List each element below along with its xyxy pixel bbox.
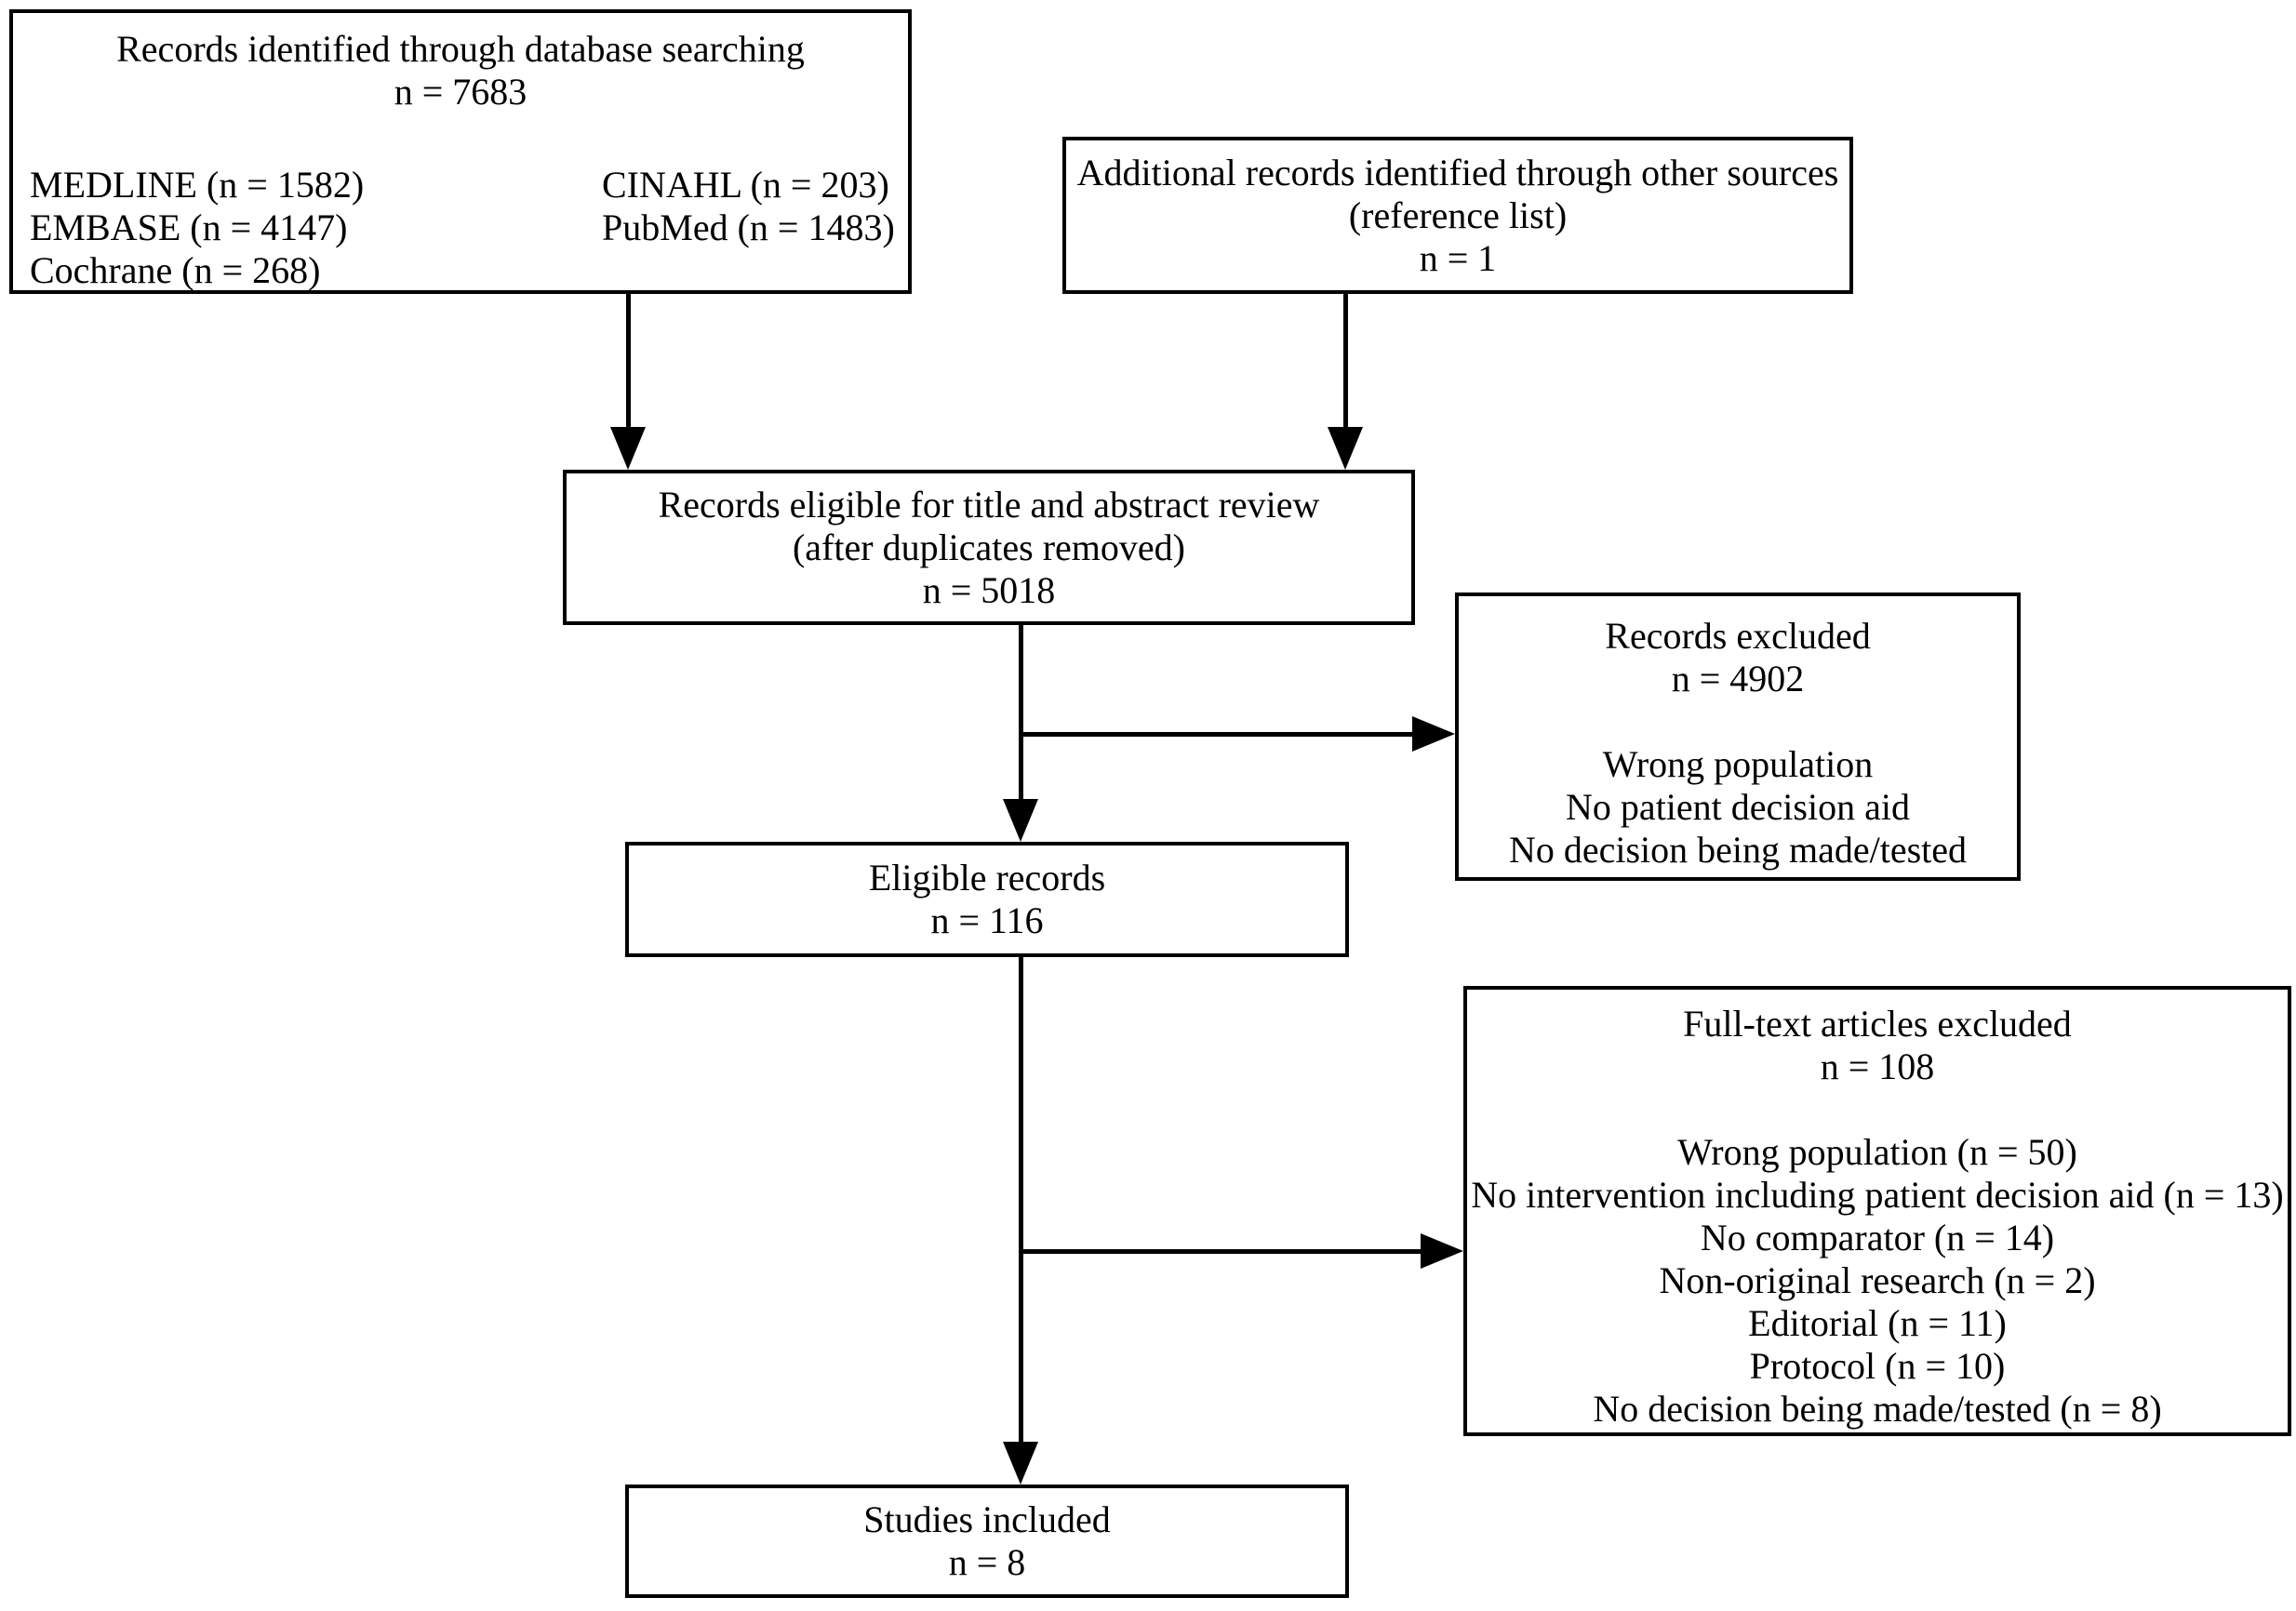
records-identified-title: Records identified through database sear… <box>116 28 805 70</box>
exclusion-reason: Wrong population <box>1602 743 1874 785</box>
exclusion-reason: No decision being made/tested (n = 8) <box>1593 1388 2162 1430</box>
arrow-eligible-to-included-line <box>1019 957 1023 1446</box>
box-records-identified: Records identified through database sear… <box>9 9 912 294</box>
arrow-additional-to-screening-line <box>1343 294 1348 432</box>
arrow-to-fulltext-excluded-line <box>1019 1249 1421 1254</box>
title-abstract-review-title: Records eligible for title and abstract … <box>658 483 1320 526</box>
additional-records-title: Additional records identified through ot… <box>1076 151 1839 193</box>
source-item: MEDLINE (n = 1582) <box>30 164 365 206</box>
title-abstract-review-subtitle: (after duplicates removed) <box>792 526 1185 568</box>
records-excluded-count: n = 4902 <box>1671 658 1805 699</box>
arrow-eligible-to-included-head <box>1003 1442 1038 1485</box>
exclusion-reason: Protocol (n = 10) <box>1749 1345 2006 1387</box>
exclusion-reason: Editorial (n = 11) <box>1748 1302 2007 1344</box>
records-excluded-title: Records excluded <box>1605 615 1871 657</box>
source-item: CINAHL (n = 203) <box>602 164 889 206</box>
source-item: EMBASE (n = 4147) <box>30 206 348 248</box>
studies-included-count: n = 8 <box>948 1541 1026 1583</box>
blank-line <box>1459 700 2017 743</box>
title-abstract-review-count: n = 5018 <box>922 568 1056 611</box>
database-sources-column-2: CINAHL (n = 203) PubMed (n = 1483) <box>602 164 895 249</box>
arrow-screening-to-eligible-head <box>1003 799 1038 842</box>
box-records-excluded: Records excluded n = 4902 Wrong populati… <box>1455 592 2021 881</box>
studies-included-title: Studies included <box>863 1498 1111 1540</box>
box-fulltext-excluded: Full-text articles excluded n = 108 Wron… <box>1463 986 2291 1436</box>
source-item: PubMed (n = 1483) <box>602 206 895 248</box>
exclusion-reason: Non-original research (n = 2) <box>1659 1259 2096 1301</box>
exclusion-reason: No decision being made/tested <box>1508 829 1968 871</box>
box-eligible-records: Eligible records n = 116 <box>625 842 1349 957</box>
additional-records-count: n = 1 <box>1419 236 1497 279</box>
blank-line <box>1467 1088 2288 1131</box>
exclusion-reason: No comparator (n = 14) <box>1700 1217 2055 1258</box>
arrow-to-records-excluded-head <box>1412 716 1455 752</box>
exclusion-reason: Wrong population (n = 50) <box>1677 1131 2077 1173</box>
records-identified-count: n = 7683 <box>394 71 527 113</box>
arrow-identification-to-screening-head <box>610 427 646 470</box>
box-studies-included: Studies included n = 8 <box>625 1485 1349 1598</box>
database-sources-column-1: MEDLINE (n = 1582) EMBASE (n = 4147) Coc… <box>30 164 364 292</box>
exclusion-reason: No intervention including patient decisi… <box>1471 1174 2284 1216</box>
box-additional-records: Additional records identified through ot… <box>1062 137 1853 294</box>
arrow-to-records-excluded-line <box>1019 732 1417 737</box>
fulltext-excluded-title: Full-text articles excluded <box>1683 1003 2072 1045</box>
arrow-screening-to-eligible-line <box>1019 625 1023 804</box>
eligible-records-title: Eligible records <box>868 857 1106 899</box>
arrow-additional-to-screening-head <box>1328 427 1363 470</box>
additional-records-subtitle: (reference list) <box>1348 193 1568 236</box>
source-item: Cochrane (n = 268) <box>30 249 321 291</box>
box-title-abstract-review: Records eligible for title and abstract … <box>563 470 1415 625</box>
exclusion-reason: No patient decision aid <box>1566 786 1910 828</box>
arrow-to-fulltext-excluded-head <box>1421 1233 1463 1269</box>
arrow-identification-to-screening-line <box>626 294 631 432</box>
fulltext-excluded-count: n = 108 <box>1820 1045 1935 1087</box>
eligible-records-count: n = 116 <box>930 899 1044 941</box>
